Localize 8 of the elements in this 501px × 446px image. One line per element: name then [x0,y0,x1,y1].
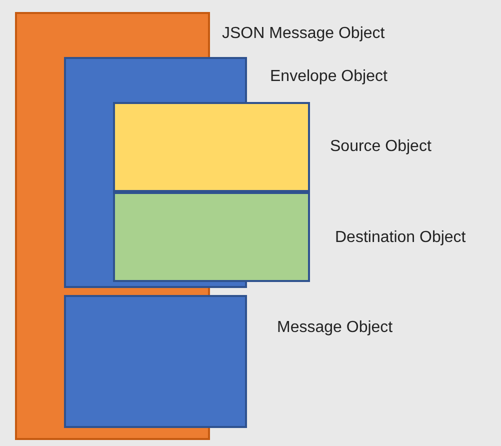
block-label: Message Object [277,318,393,338]
object-block [113,192,310,282]
block-label: Destination Object [335,228,466,248]
block-label: JSON Message Object [222,24,385,44]
block-label: Envelope Object [270,67,388,87]
object-block [113,102,310,192]
object-block [64,295,247,428]
block-label: Source Object [330,137,432,157]
